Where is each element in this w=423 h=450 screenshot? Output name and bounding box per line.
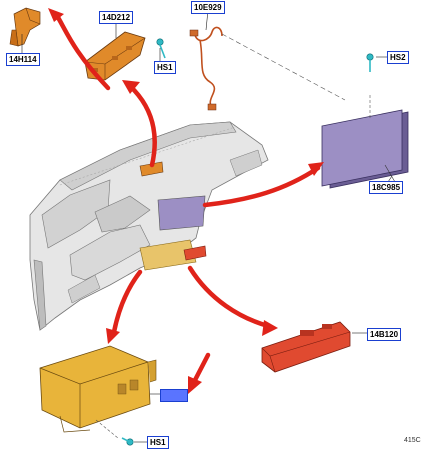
figure-code: 415C <box>404 437 421 444</box>
display-screen-18C985 <box>321 94 409 189</box>
module-14D212 <box>84 31 146 81</box>
arrow-to-18806 <box>111 269 143 335</box>
red-arrows <box>53 11 321 385</box>
callout-18806: 18806 <box>160 389 189 402</box>
wiring-harness-10E929 <box>189 26 346 111</box>
arrow-to-screen <box>202 165 321 208</box>
callout-HS2: HS2 <box>387 51 409 64</box>
screw-HS1-bottom <box>121 437 134 446</box>
callout-14B120: 14B120 <box>367 328 402 341</box>
arrow-to-14D212 <box>127 83 157 168</box>
bracket-14H114 <box>9 7 41 47</box>
installed-screen <box>157 195 206 231</box>
callout-10E929: 10E929 <box>191 1 225 14</box>
callout-14H114: 14H114 <box>6 53 40 66</box>
callout-HS1-top: HS1 <box>154 61 176 74</box>
arrow-to-14B120 <box>187 265 271 329</box>
callout-HS1-bottom: HS1 <box>147 436 169 449</box>
arrowheads <box>48 8 324 394</box>
arrow-pointer-18806 <box>191 352 211 385</box>
arrow-to-bracket <box>53 11 111 91</box>
module-18806 <box>39 345 157 439</box>
callout-18C985: 18C985 <box>369 181 404 194</box>
screw-HS1-top <box>156 38 166 59</box>
module-14B120 <box>261 321 351 373</box>
instrument-panel <box>29 121 269 331</box>
screw-HS2 <box>366 53 374 72</box>
installed-module <box>139 239 197 271</box>
callout-14D212: 14D212 <box>99 11 134 24</box>
